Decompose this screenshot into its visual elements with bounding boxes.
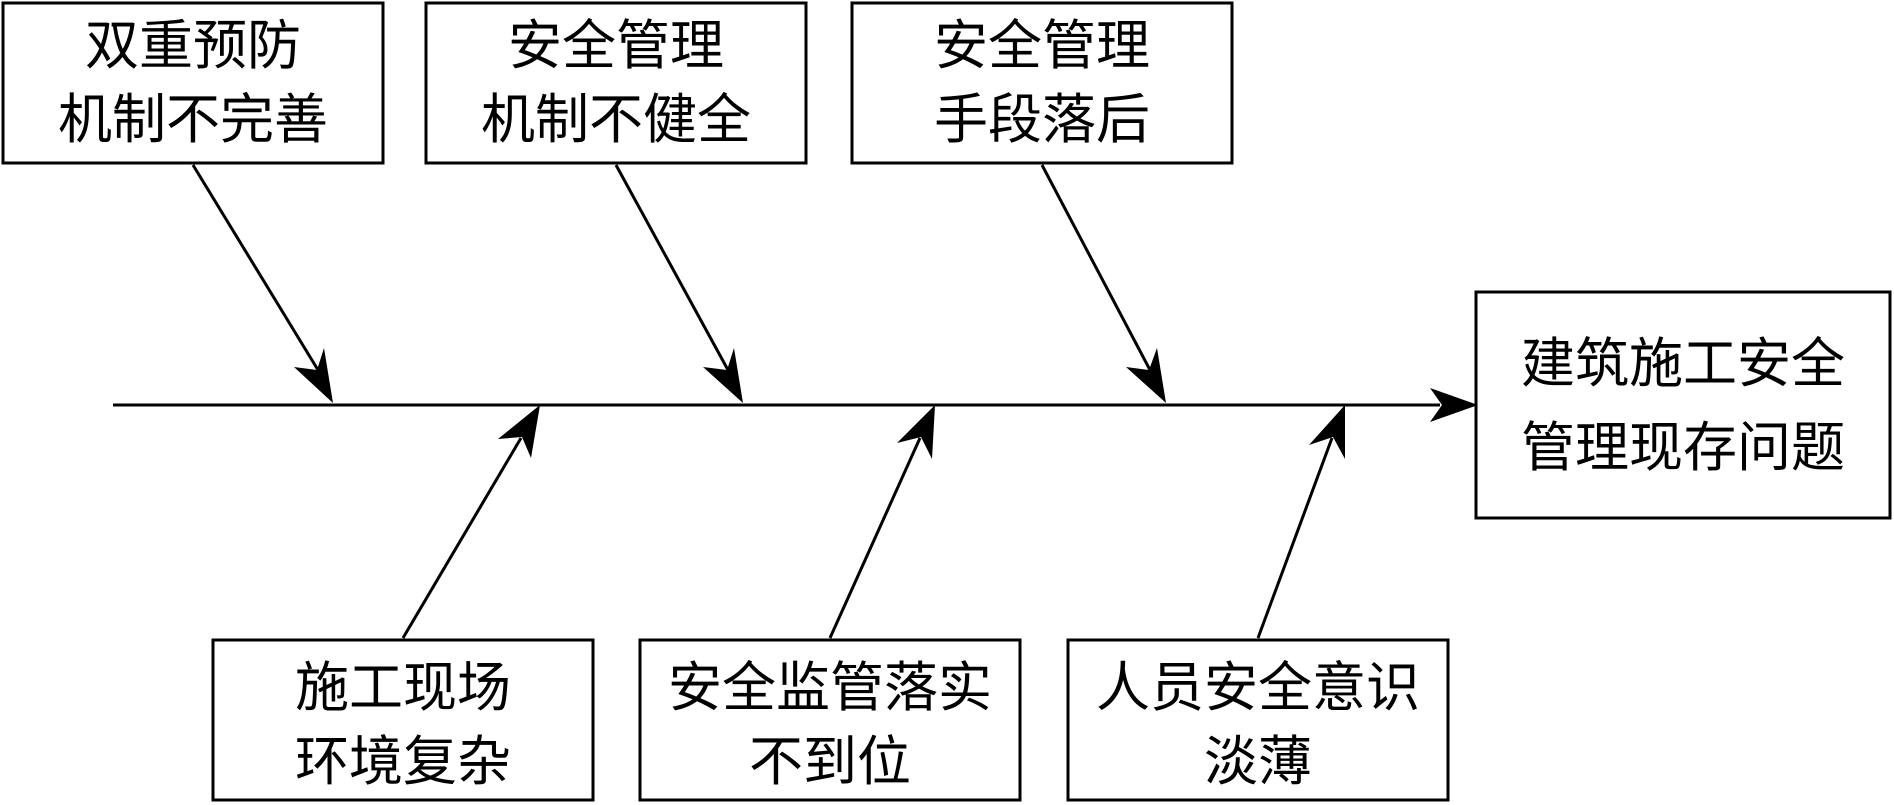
cause-top-1-line-1: 双重预防 <box>85 14 301 77</box>
cause-box-top-2: 安全管理 机制不健全 <box>424 1 808 165</box>
cause-top-2-line-2: 机制不健全 <box>481 88 751 151</box>
effect-box: 建筑施工安全 管理现存问题 <box>1474 290 1892 520</box>
rib-bottom-3 <box>1256 437 1334 639</box>
cause-bottom-1-line-2: 环境复杂 <box>295 730 511 793</box>
effect-box-frame <box>1474 290 1892 520</box>
rib-top-2-arrowhead <box>703 348 743 403</box>
rib-top-3 <box>1040 164 1152 371</box>
rib-bottom-2 <box>828 437 922 639</box>
cause-box-top-3-frame <box>850 1 1234 165</box>
cause-box-top-3: 安全管理 手段落后 <box>850 1 1234 165</box>
cause-top-3-line-1: 安全管理 <box>934 14 1150 77</box>
effect-label-line-1: 建筑施工安全 <box>1521 332 1845 395</box>
cause-top-3-line-2: 手段落后 <box>934 88 1150 151</box>
cause-box-top-1: 双重预防 机制不完善 <box>1 1 385 165</box>
cause-box-bottom-2-frame <box>638 638 1022 802</box>
rib-top-3-arrowhead <box>1126 348 1166 403</box>
rib-bottom-3-arrowhead <box>1309 405 1345 459</box>
cause-box-bottom-1-frame <box>211 638 595 802</box>
cause-bottom-2-line-1: 安全监管落实 <box>668 656 992 719</box>
cause-bottom-3-line-1: 人员安全意识 <box>1096 656 1420 719</box>
cause-box-bottom-3: 人员安全意识 淡薄 <box>1066 638 1450 802</box>
cause-box-bottom-2: 安全监管落实 不到位 <box>638 638 1022 802</box>
spine-arrowhead <box>1430 388 1478 422</box>
cause-top-2-line-1: 安全管理 <box>508 14 724 77</box>
cause-top-1-line-2: 机制不完善 <box>58 88 328 151</box>
cause-box-top-2-frame <box>424 1 808 165</box>
cause-bottom-3-line-2: 淡薄 <box>1204 730 1312 793</box>
cause-bottom-1-line-1: 施工现场 <box>295 656 511 719</box>
cause-box-top-1-frame <box>1 1 385 165</box>
rib-top-2 <box>614 164 730 371</box>
cause-box-bottom-3-frame <box>1066 638 1450 802</box>
rib-top-1-arrowhead <box>294 348 333 403</box>
rib-bottom-2-arrowhead <box>897 405 935 459</box>
rib-bottom-1 <box>401 437 523 639</box>
effect-label-line-2: 管理现存问题 <box>1521 416 1845 479</box>
cause-bottom-2-line-2: 不到位 <box>749 730 911 793</box>
cause-box-bottom-1: 施工现场 环境复杂 <box>211 638 595 802</box>
rib-top-1 <box>191 164 320 371</box>
rib-bottom-1-arrowhead <box>498 405 540 458</box>
